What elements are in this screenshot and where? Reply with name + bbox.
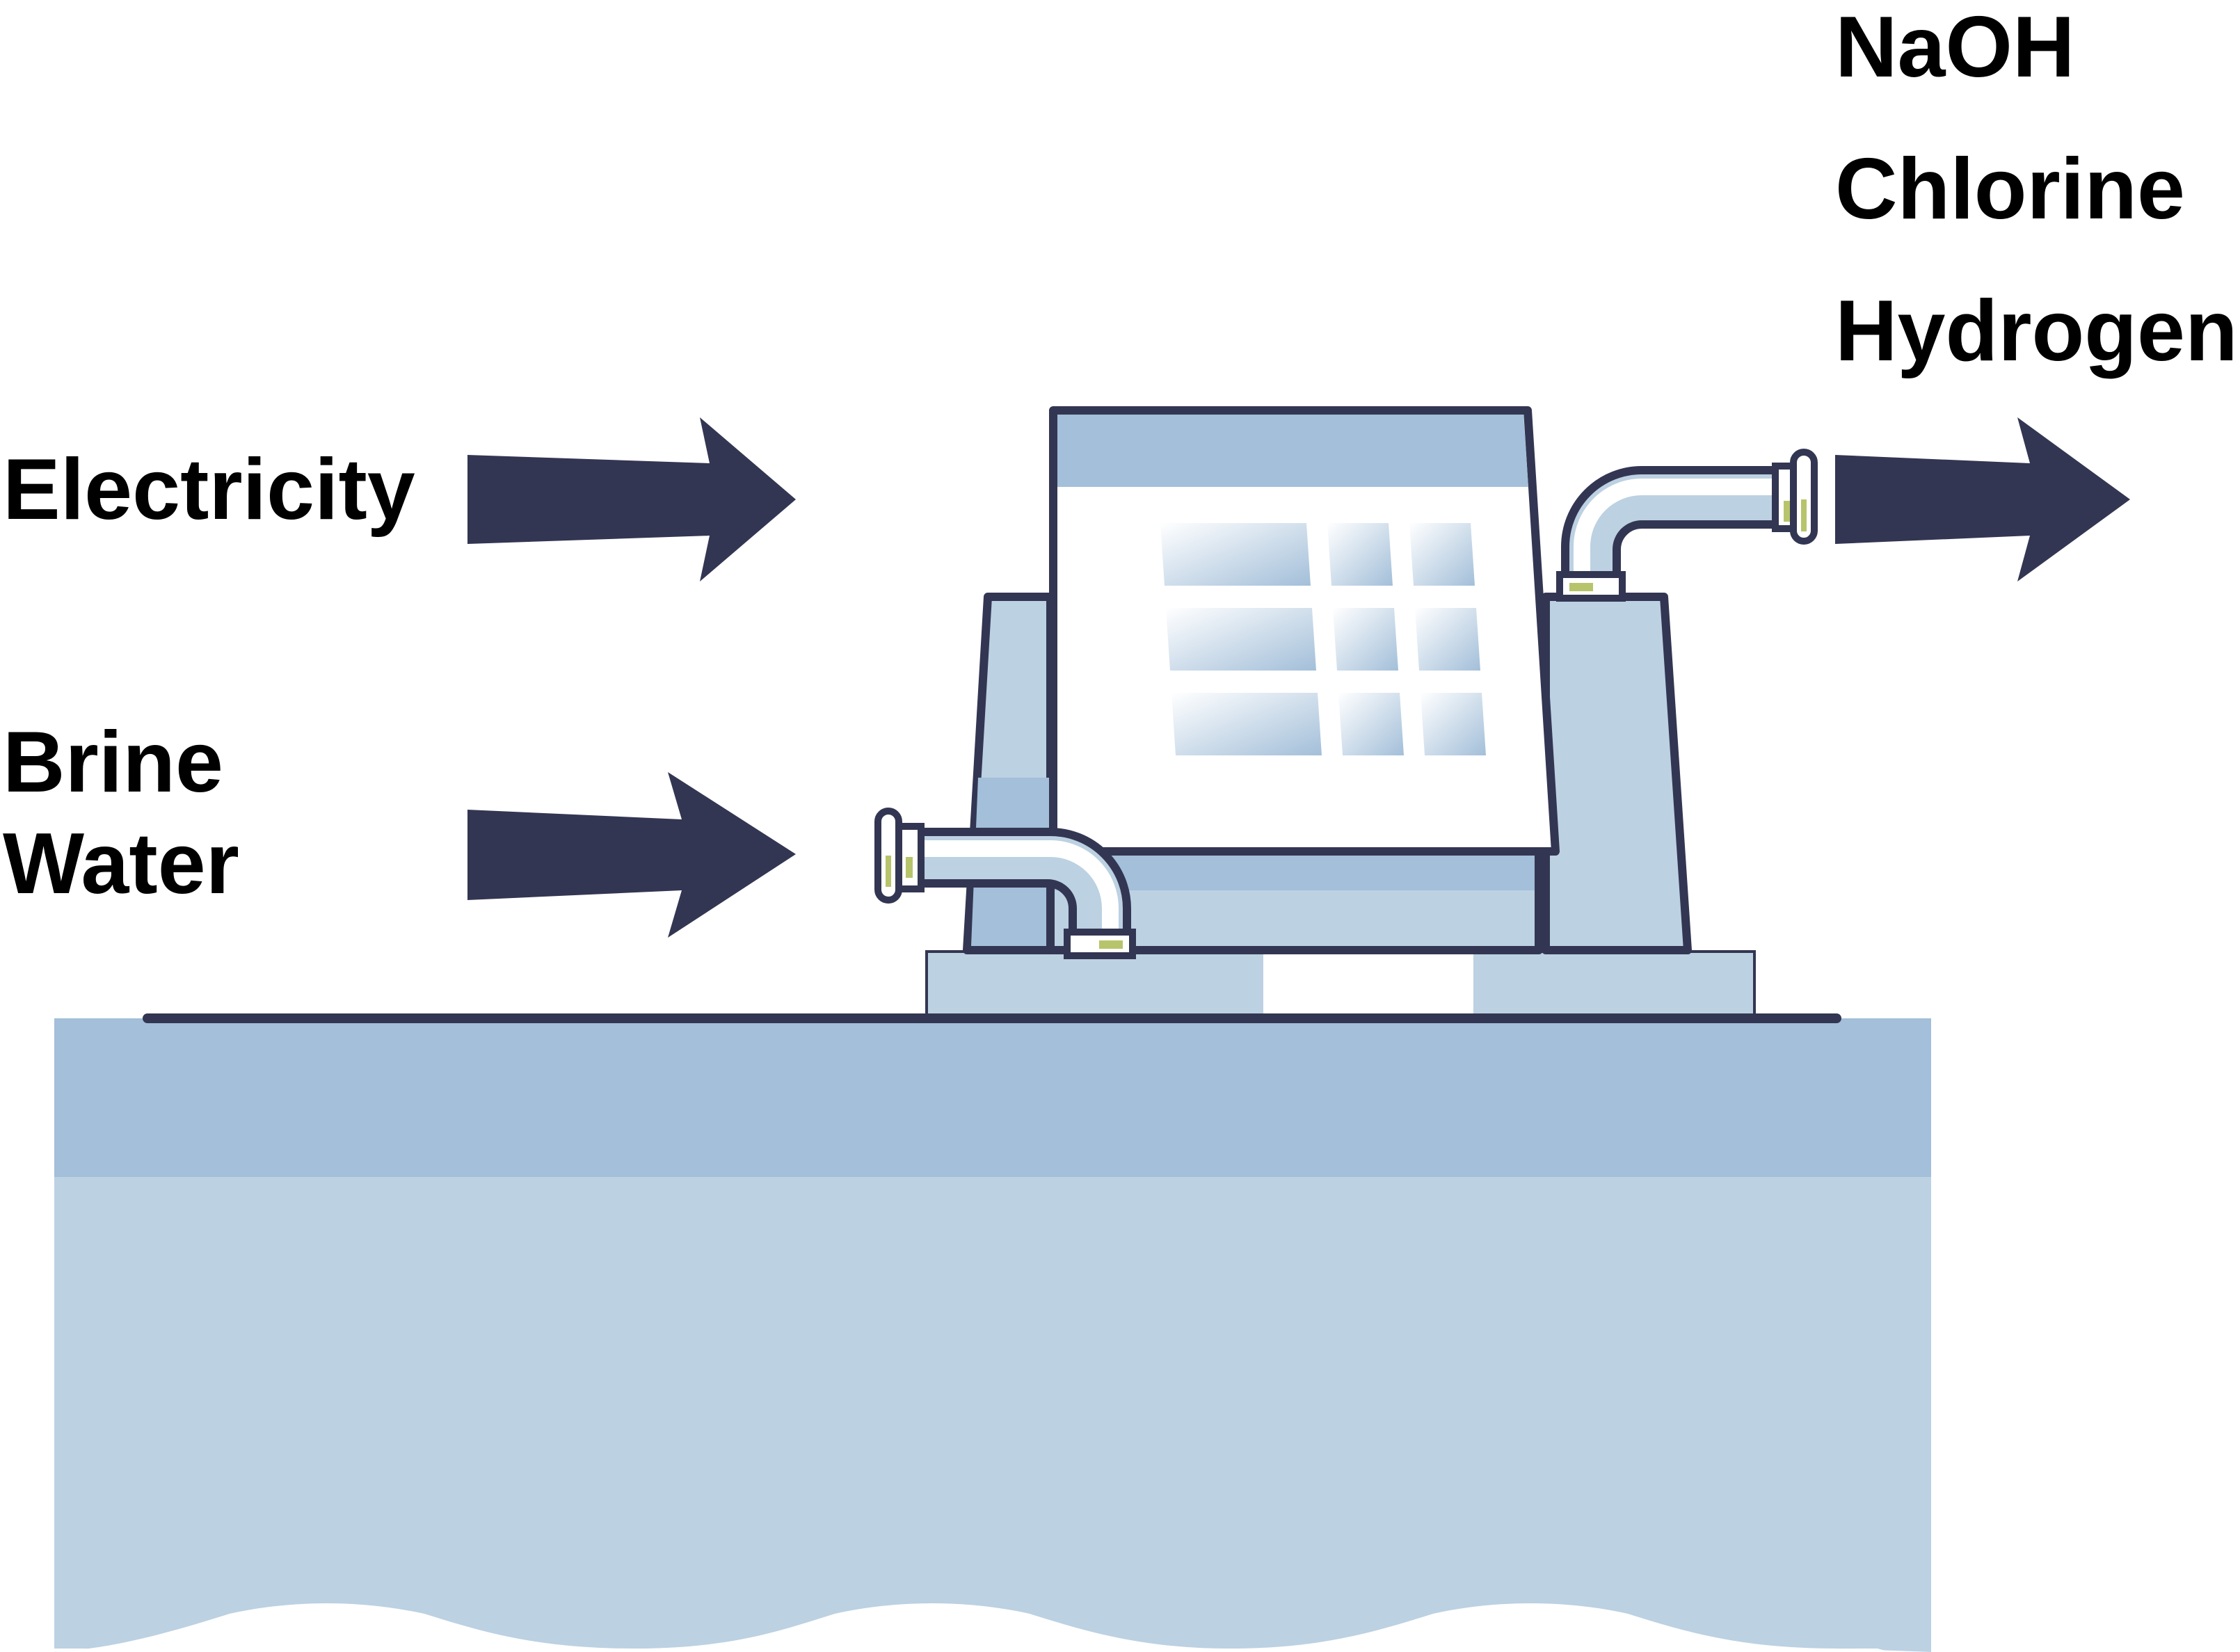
electrolysis-cell-panel	[1049, 406, 1560, 856]
products-arrow	[1835, 417, 2130, 582]
outlet-pipe	[1556, 449, 1818, 602]
brine-label: Brine	[3, 714, 223, 810]
naoh-label: NaOH	[1835, 0, 2075, 95]
brine-arrow	[467, 772, 796, 938]
left-tower	[963, 593, 1055, 954]
inlet-pipe	[874, 808, 1136, 959]
water-wave-edge	[54, 1603, 1931, 1652]
water-label: Water	[3, 816, 239, 912]
base-platform	[925, 950, 1756, 1020]
cell-windows	[1160, 523, 1486, 755]
right-tower	[1542, 593, 1692, 954]
electricity-arrow	[467, 417, 796, 582]
ground-block	[54, 1018, 1931, 1652]
chlorine-label: Chlorine	[1835, 141, 2185, 237]
hydrogen-label: Hydrogen	[1835, 283, 2238, 379]
electricity-label: Electricity	[3, 442, 415, 538]
